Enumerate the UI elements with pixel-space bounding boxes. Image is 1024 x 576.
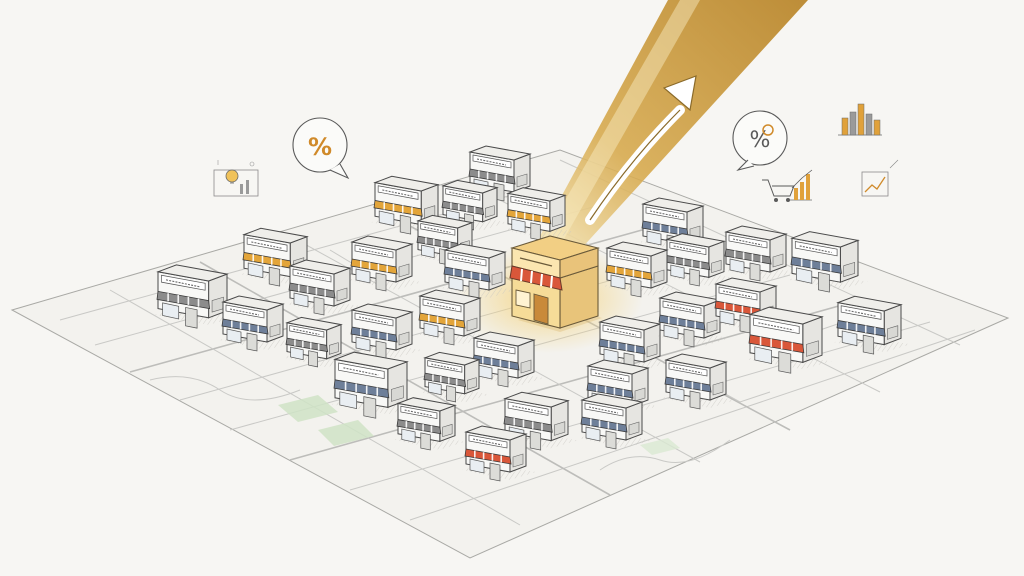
storefront (462, 425, 536, 482)
storefront (421, 351, 489, 403)
percent-badge-icon: % (732, 110, 788, 172)
storefront (501, 391, 578, 451)
storefront (662, 353, 736, 410)
storefront (788, 231, 868, 293)
trend-line-chart-icon (861, 159, 899, 197)
storefront (286, 259, 360, 316)
storefront (504, 187, 575, 241)
storefront (746, 306, 832, 374)
storefront (348, 303, 422, 360)
percent-speech-bubble-icon: % (292, 117, 350, 180)
storefront (722, 225, 796, 282)
growth-bar-chart-icon (838, 103, 882, 136)
storefront (603, 241, 677, 298)
stores-layer (154, 145, 911, 482)
storefront (416, 289, 490, 346)
shopping-cart-icon (762, 169, 813, 202)
storefront (441, 243, 515, 300)
storefront (331, 351, 417, 419)
storefront (283, 316, 351, 368)
svg-text:%: % (750, 128, 771, 153)
storefront (663, 233, 734, 287)
highlighted-store (509, 235, 602, 332)
storefront (154, 264, 237, 329)
park-area (318, 420, 374, 446)
storefront (219, 295, 293, 352)
storefront (470, 331, 544, 388)
svg-text:%: % (308, 133, 332, 161)
park-area (278, 395, 338, 422)
park-area (640, 438, 680, 455)
storefront (394, 397, 465, 451)
lightbulb-chart-icon (213, 160, 259, 197)
storefront (348, 235, 422, 292)
storefront (834, 295, 911, 355)
storefront (578, 393, 652, 450)
upward-arrow-icon (585, 75, 697, 225)
storefront (596, 315, 670, 372)
